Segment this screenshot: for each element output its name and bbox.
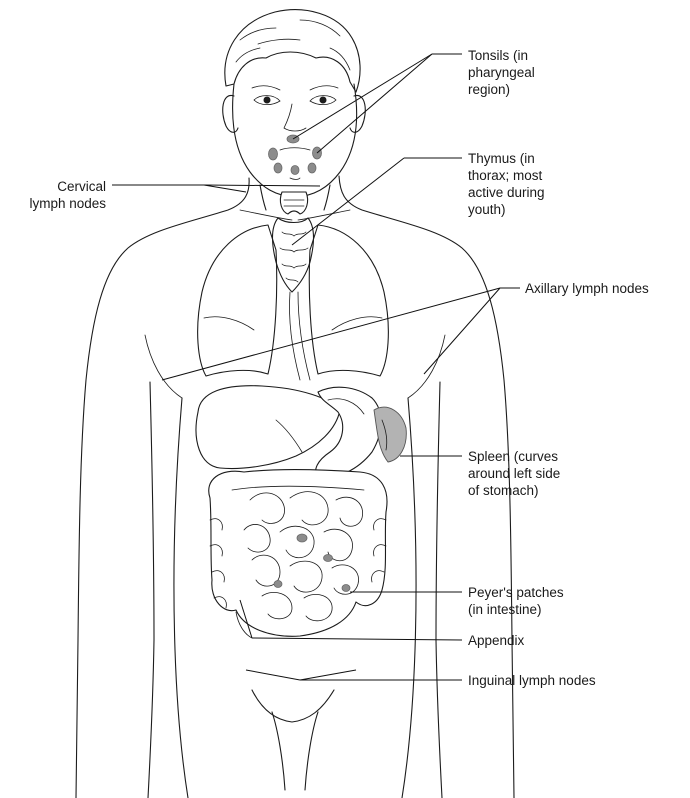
label-tonsils: Tonsils (in pharyngeal region) xyxy=(468,47,535,98)
label-line: of stomach) xyxy=(468,482,560,499)
label-axillary-lymph-nodes: Axillary lymph nodes xyxy=(525,280,649,297)
label-line: Peyer's patches xyxy=(468,584,564,601)
tonsils xyxy=(269,135,322,175)
label-inguinal-lymph-nodes: Inguinal lymph nodes xyxy=(468,672,596,689)
intestines xyxy=(209,470,387,638)
label-line: Cervical xyxy=(6,178,106,195)
spleen xyxy=(374,407,406,462)
label-line: Spleen (curves xyxy=(468,448,560,465)
label-line: thorax; most xyxy=(468,167,545,184)
head xyxy=(223,10,366,210)
label-line: Tonsils (in xyxy=(468,47,535,64)
label-line: Thymus (in xyxy=(468,150,545,167)
label-line: pharyngeal xyxy=(468,64,535,81)
label-line: Axillary lymph nodes xyxy=(525,280,649,297)
label-line: around left side xyxy=(468,465,560,482)
label-appendix: Appendix xyxy=(468,632,524,649)
label-line: Appendix xyxy=(468,632,524,649)
label-line: active during xyxy=(468,184,545,201)
label-line: (in intestine) xyxy=(468,601,564,618)
label-cervical-lymph-nodes: Cervical lymph nodes xyxy=(6,178,106,212)
label-line: region) xyxy=(468,81,535,98)
label-peyers-patches: Peyer's patches (in intestine) xyxy=(468,584,564,618)
label-spleen: Spleen (curves around left side of stoma… xyxy=(468,448,560,499)
label-line: youth) xyxy=(468,201,545,218)
thymus-and-trachea xyxy=(273,192,314,292)
label-thymus: Thymus (in thorax; most active during yo… xyxy=(468,150,545,218)
liver-and-stomach xyxy=(196,386,381,479)
label-line: lymph nodes xyxy=(6,195,106,212)
label-line: Inguinal lymph nodes xyxy=(468,672,596,689)
